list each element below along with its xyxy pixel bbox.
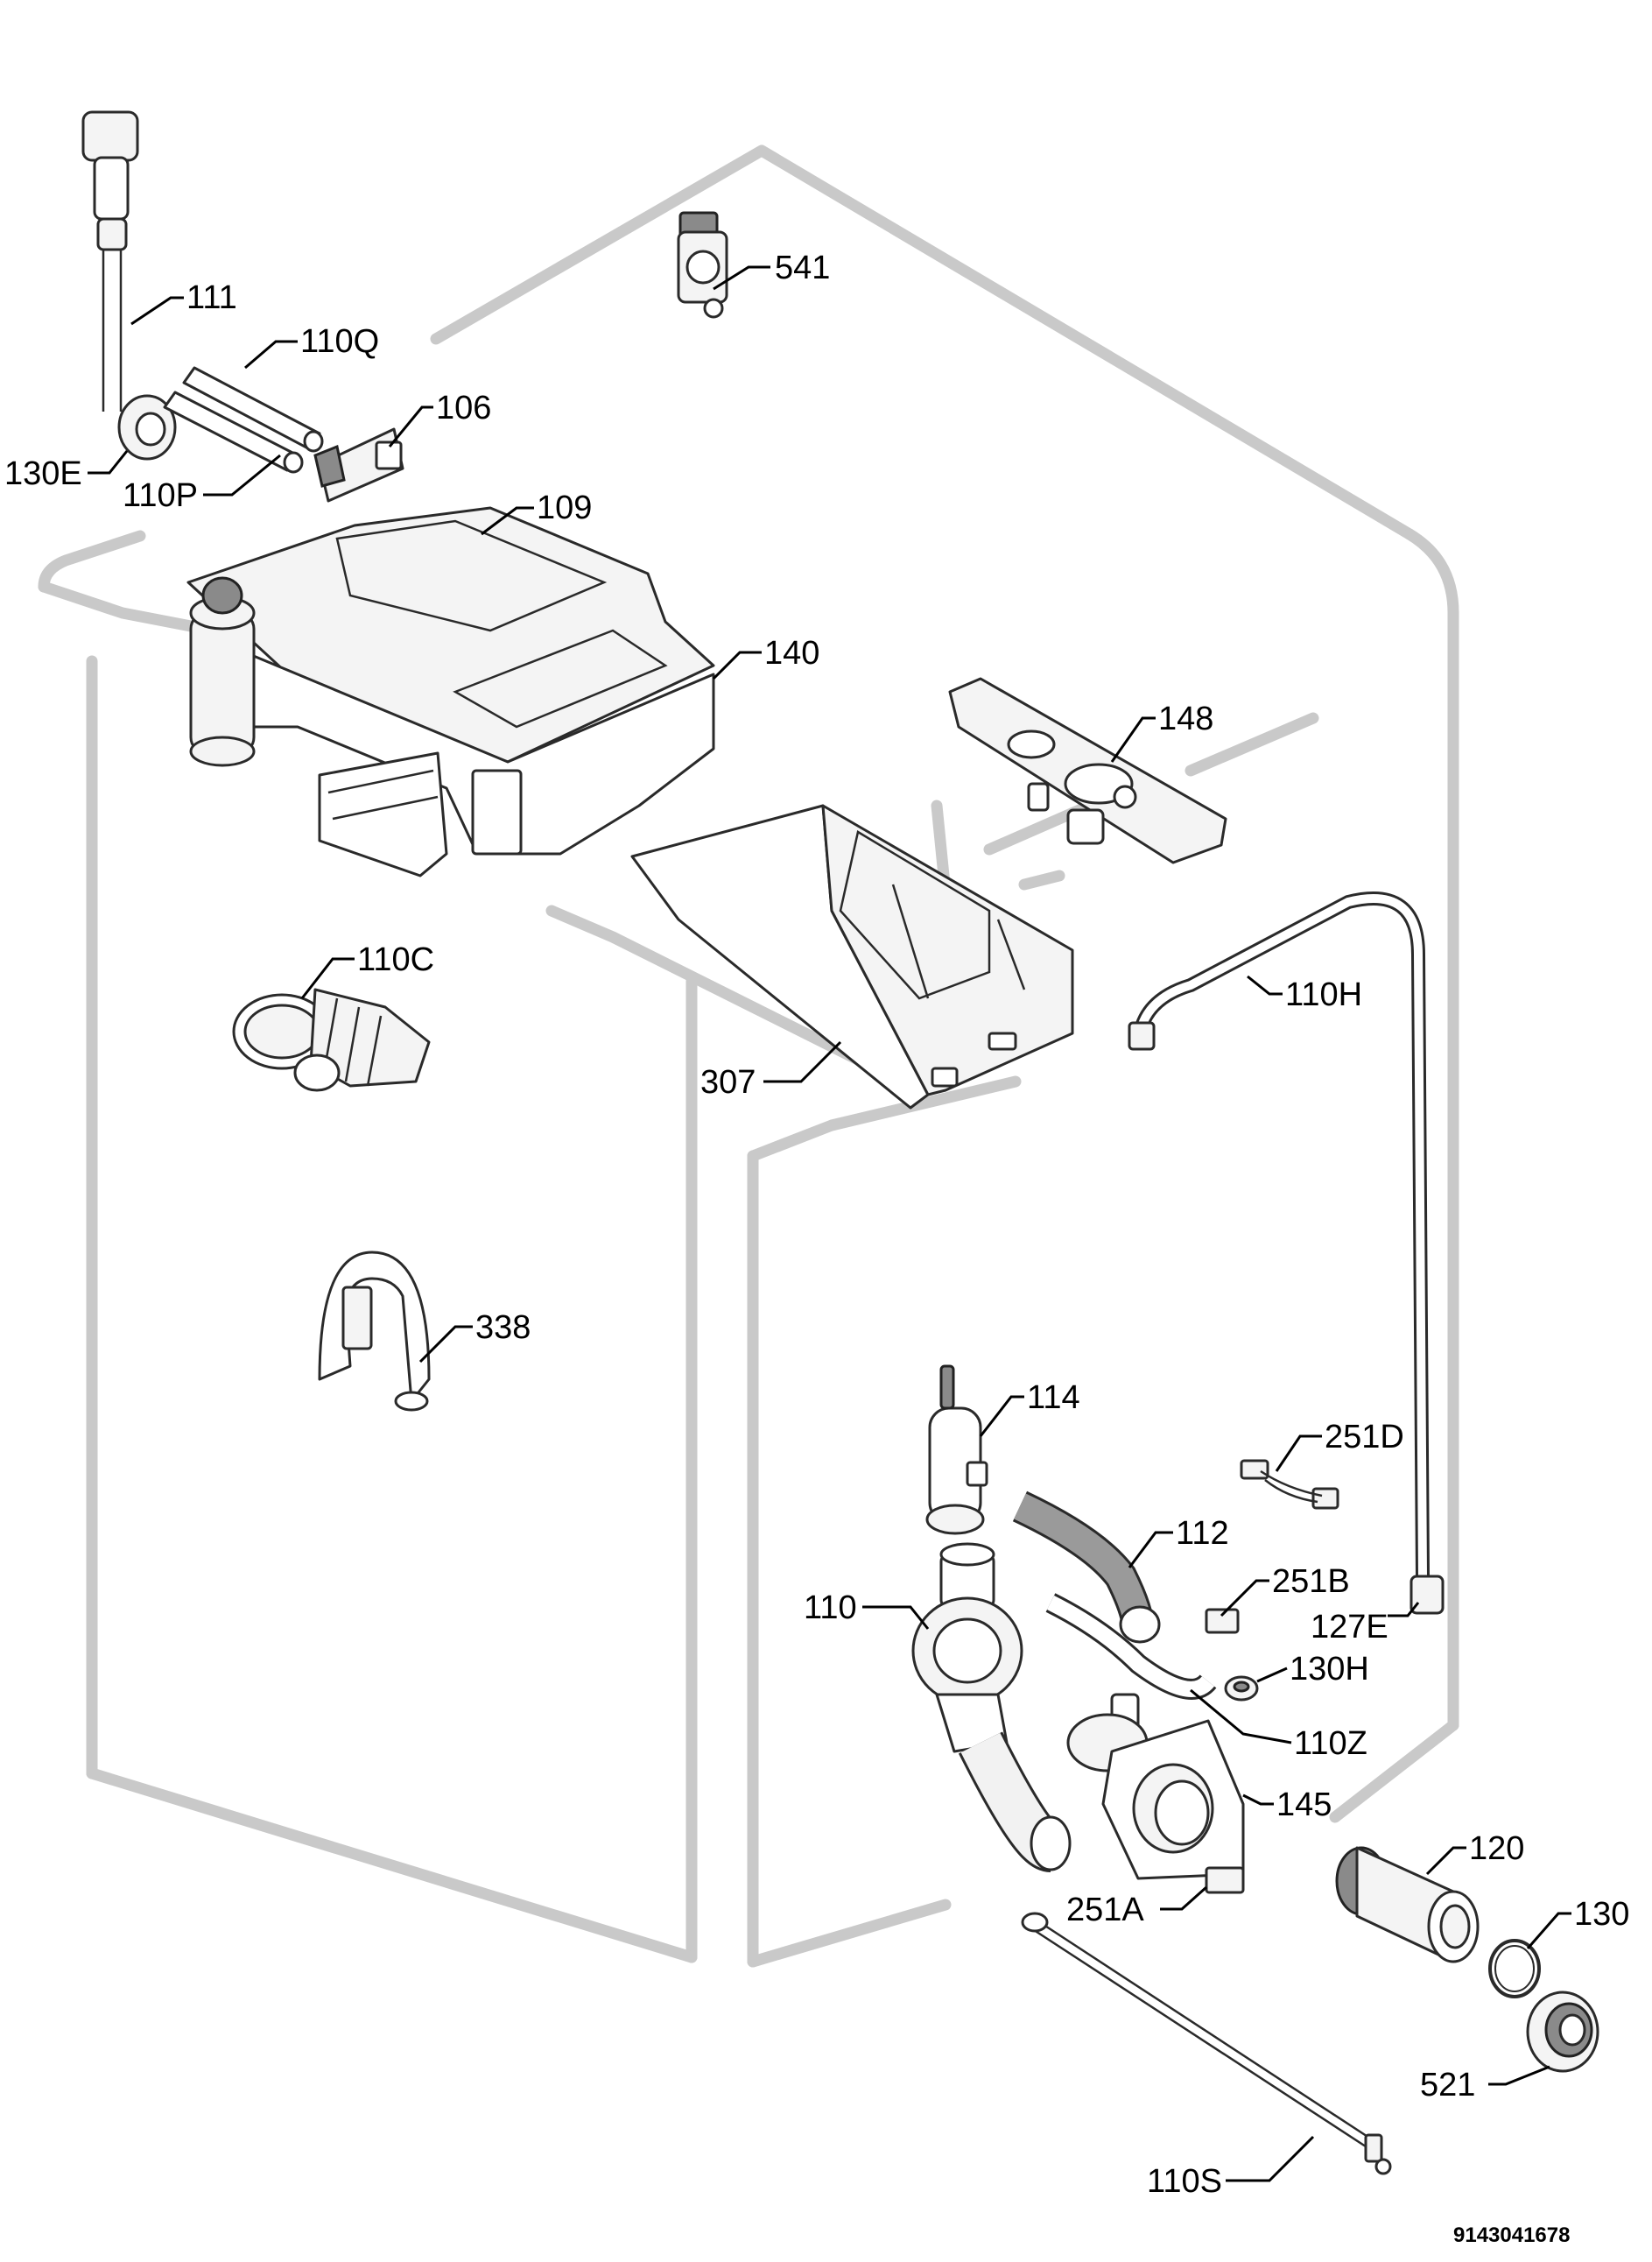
label-251A: 251A xyxy=(1066,1892,1144,1928)
part-251B-connector xyxy=(1205,1608,1240,1634)
label-110C: 110C xyxy=(357,941,434,978)
part-130-o-ring xyxy=(1488,1939,1541,1998)
label-110Z: 110Z xyxy=(1294,1725,1367,1762)
part-145-pump-housing xyxy=(1066,1693,1245,1880)
label-110H: 110H xyxy=(1285,976,1362,1013)
part-111-inlet-hose xyxy=(81,110,139,412)
part-112-corrugated-hose xyxy=(1012,1490,1161,1644)
part-109-140-dispenser-housing xyxy=(186,506,715,877)
document-number: 9143041678 xyxy=(1453,2223,1570,2247)
part-110C-bellows xyxy=(232,988,431,1092)
callout-labels: 541 111 110Q 106 130E 110P 109 140 148 1… xyxy=(4,250,1629,2200)
part-251A-connector xyxy=(1205,1866,1245,1894)
part-110Q-tube xyxy=(182,366,324,453)
part-127E-hose-end xyxy=(1409,1575,1445,1615)
part-110-sump-hose xyxy=(911,1542,1072,1872)
label-112: 112 xyxy=(1176,1515,1229,1552)
label-338: 338 xyxy=(475,1309,531,1346)
label-120: 120 xyxy=(1469,1830,1524,1867)
label-521: 521 xyxy=(1420,2067,1475,2103)
label-251B: 251B xyxy=(1272,1563,1350,1600)
part-541 xyxy=(677,211,728,319)
label-307: 307 xyxy=(700,1064,756,1101)
label-109: 109 xyxy=(537,490,592,526)
label-110Q: 110Q xyxy=(300,323,379,360)
label-541: 541 xyxy=(775,250,830,286)
part-120-filter xyxy=(1335,1846,1480,1963)
label-111: 111 xyxy=(186,279,237,316)
part-110P-tube xyxy=(163,391,304,474)
label-251D: 251D xyxy=(1325,1419,1404,1455)
part-130E-nut xyxy=(117,394,177,461)
part-130H-seal xyxy=(1224,1675,1259,1702)
part-148 xyxy=(948,677,1227,864)
label-130: 130 xyxy=(1574,1896,1629,1933)
label-130E: 130E xyxy=(4,455,82,492)
label-148: 148 xyxy=(1158,701,1213,737)
part-307-drawer xyxy=(630,804,1074,1110)
part-114-pressure-chamber xyxy=(925,1364,988,1535)
label-110: 110 xyxy=(804,1589,857,1626)
part-521-filter-cap xyxy=(1526,1991,1599,2073)
label-127E: 127E xyxy=(1311,1609,1388,1645)
label-130H: 130H xyxy=(1290,1651,1369,1688)
part-251D-wire xyxy=(1240,1459,1339,1510)
label-106: 106 xyxy=(436,390,491,426)
label-110S: 110S xyxy=(1147,2163,1222,2200)
label-114: 114 xyxy=(1027,1379,1080,1416)
part-106 xyxy=(313,427,404,503)
leader-lines xyxy=(88,265,1571,2182)
label-145: 145 xyxy=(1276,1786,1332,1823)
part-110S-rod xyxy=(1021,1912,1392,2175)
part-110Z-hose xyxy=(1045,1593,1217,1700)
label-110P: 110P xyxy=(123,477,198,514)
part-338-hose-hook xyxy=(318,1251,431,1412)
label-140: 140 xyxy=(764,635,819,672)
part-110H-drain-hose xyxy=(1128,891,1430,1577)
